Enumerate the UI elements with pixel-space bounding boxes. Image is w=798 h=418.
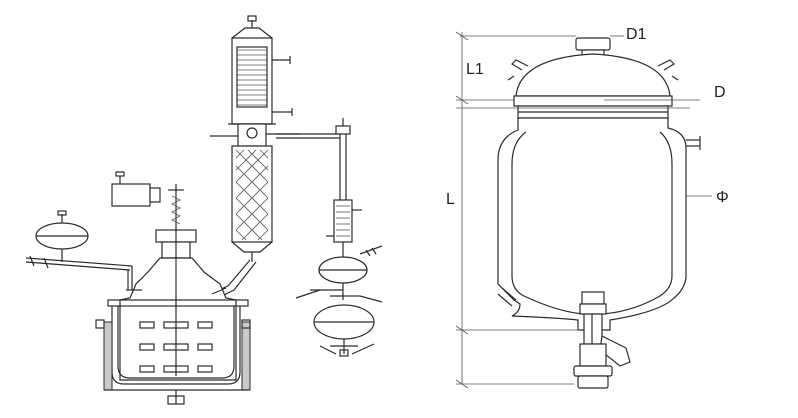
distillate-line	[276, 118, 351, 200]
receiver-lower	[313, 304, 375, 357]
agitator-motor	[111, 171, 184, 230]
head-tank	[25, 210, 133, 290]
label-d1: D1	[626, 26, 647, 43]
label-l1: L1	[466, 61, 484, 78]
receiver-upper	[295, 245, 383, 303]
reactor-vessel	[95, 229, 251, 405]
packed-column	[231, 145, 273, 262]
condenser-column	[210, 15, 300, 147]
label-l: L	[446, 191, 455, 208]
label-d: D	[714, 84, 726, 101]
reactor-system-schematic	[25, 15, 383, 405]
dimension-lines	[455, 31, 712, 389]
label-phi: Φ	[716, 189, 729, 206]
glass-vessel-drawing	[455, 31, 712, 389]
small-cooler	[326, 199, 362, 258]
